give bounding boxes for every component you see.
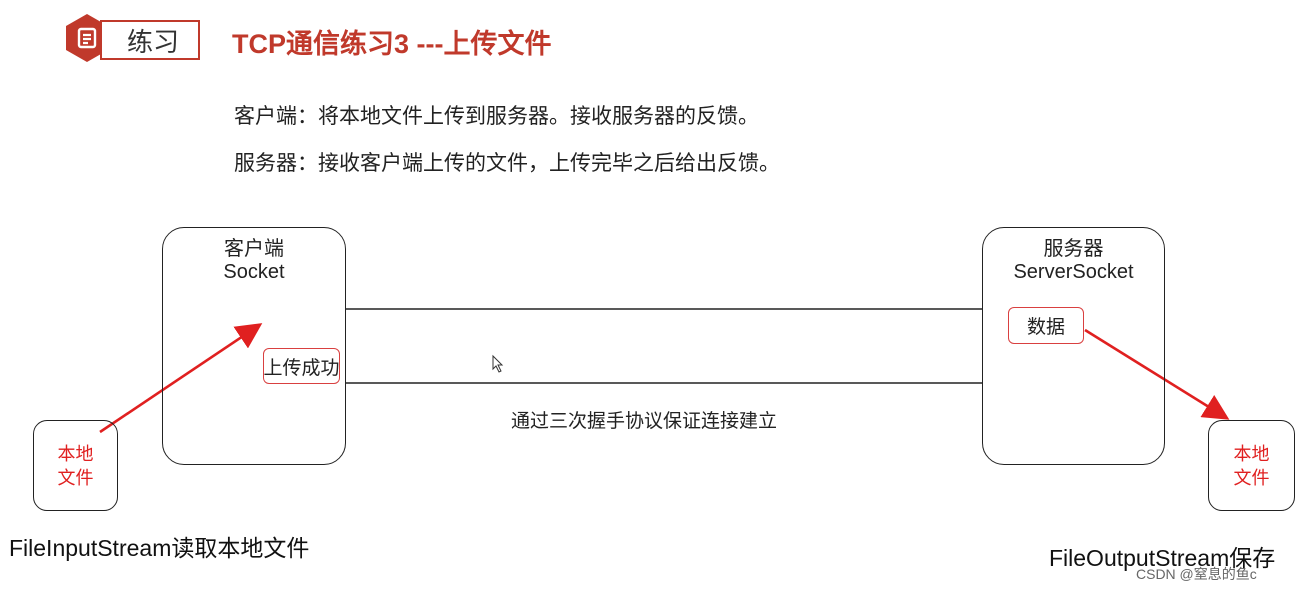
upload-success-tag: 上传成功 — [263, 348, 340, 384]
local-file-left: 本地 文件 — [33, 420, 118, 511]
caption-right: FileOutputStream保存 — [1049, 545, 1276, 571]
server-title: 服务器 — [1043, 238, 1104, 260]
local-file-left-line1: 本地 — [57, 443, 94, 464]
client-socket-box: 客户端 Socket — [162, 227, 346, 465]
client-title: 客户端 — [224, 238, 284, 260]
connection-label: 通过三次握手协议保证连接建立 — [511, 411, 778, 432]
client-subtitle: Socket — [223, 261, 285, 283]
server-subtitle: ServerSocket — [1013, 261, 1134, 283]
caption-left: FileInputStream读取本地文件 — [9, 535, 310, 561]
save-arrow — [1084, 328, 1230, 420]
exercise-badge: 练习 — [100, 20, 200, 60]
server-socket-box: 服务器 ServerSocket — [982, 227, 1165, 465]
local-file-right-line2: 文件 — [1233, 467, 1270, 488]
data-tag-label: 数据 — [1026, 317, 1065, 338]
local-file-right-line1: 本地 — [1233, 443, 1270, 464]
client-description: 客户端：将本地文件上传到服务器。接收服务器的反馈。 — [234, 105, 759, 128]
local-file-right: 本地 文件 — [1208, 420, 1295, 511]
mouse-cursor-icon — [492, 354, 504, 373]
page-title: TCP通信练习3 ---上传文件 — [232, 29, 552, 59]
local-file-left-line2: 文件 — [57, 467, 94, 488]
upload-success-label: 上传成功 — [263, 357, 340, 379]
server-description: 服务器：接收客户端上传的文件，上传完毕之后给出反馈。 — [234, 152, 780, 175]
data-tag: 数据 — [1008, 307, 1084, 344]
read-arrow — [99, 323, 263, 434]
watermark: CSDN @窒息的鱼c — [1136, 566, 1257, 582]
exercise-badge-label: 练习 — [126, 26, 179, 57]
